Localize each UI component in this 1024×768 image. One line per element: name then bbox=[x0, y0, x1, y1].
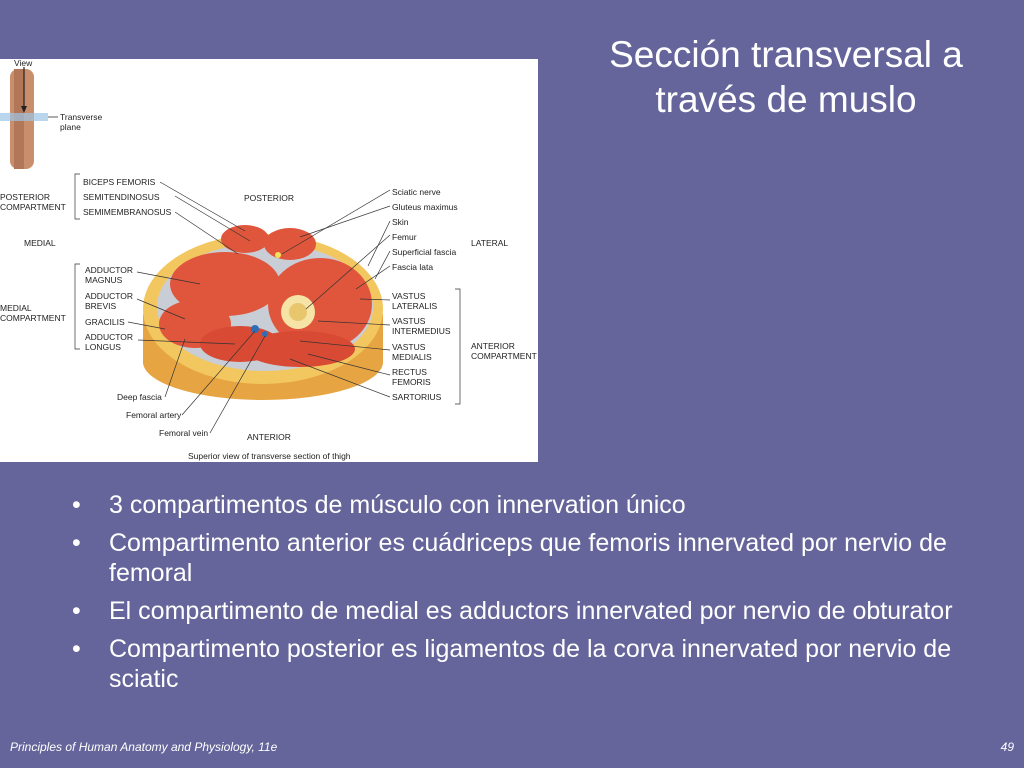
title-line-1: Sección transversal a bbox=[609, 34, 963, 75]
bullet-dot-icon: • bbox=[72, 529, 81, 557]
vastus-lateralis-label-2: LATERALIS bbox=[392, 301, 438, 311]
vastus-intermedius-label-1: VASTUS bbox=[392, 316, 426, 326]
bullet-item: • Compartimento anterior es cuádriceps qu… bbox=[72, 528, 972, 588]
vastus-medialis-label-1: VASTUS bbox=[392, 342, 426, 352]
lateral-label: LATERAL bbox=[471, 238, 508, 248]
medial-compartment-label-2: COMPARTMENT bbox=[0, 313, 66, 323]
bullet-text: Compartimento anterior es cuádriceps que… bbox=[109, 529, 947, 587]
skin-label: Skin bbox=[392, 217, 409, 227]
adductor-brevis-label-1: ADDUCTOR bbox=[85, 291, 133, 301]
adductor-longus-label-1: ADDUCTOR bbox=[85, 332, 133, 342]
footer-source: Principles of Human Anatomy and Physiolo… bbox=[10, 740, 278, 754]
biceps-femoris-label: BICEPS FEMORIS bbox=[83, 177, 156, 187]
title-line-2: través de muslo bbox=[655, 79, 917, 120]
posterior-label: POSTERIOR bbox=[244, 193, 294, 203]
deep-fascia-label: Deep fascia bbox=[117, 392, 162, 402]
bullet-item: • El compartimento de medial es adductors… bbox=[72, 596, 972, 626]
medial-compartment-label-1: MEDIAL bbox=[0, 303, 32, 313]
transverse-plane-label-1: Transverse bbox=[60, 112, 102, 122]
adductor-magnus-label-1: ADDUCTOR bbox=[85, 265, 133, 275]
vastus-intermedius-label-2: INTERMEDIUS bbox=[392, 326, 451, 336]
leg-thumbnail bbox=[0, 67, 58, 169]
bullet-text: El compartimento de medial es adductors … bbox=[109, 597, 953, 625]
bullet-dot-icon: • bbox=[72, 491, 81, 519]
slide-title: Sección transversal a través de muslo bbox=[560, 32, 1012, 122]
semimembranosus-label: SEMIMEMBRANOSUS bbox=[83, 207, 172, 217]
anterior-label: ANTERIOR bbox=[247, 432, 291, 442]
sciatic-nerve-label: Sciatic nerve bbox=[392, 187, 441, 197]
bullet-item: • 3 compartimentos de músculo con innerva… bbox=[72, 490, 972, 520]
rectus-femoris-label-2: FEMORIS bbox=[392, 377, 431, 387]
medial-label: MEDIAL bbox=[24, 238, 56, 248]
posterior-compartment-label-2: COMPARTMENT bbox=[0, 202, 66, 212]
femur-label: Femur bbox=[392, 232, 417, 242]
adductor-brevis-label-2: BREVIS bbox=[85, 301, 117, 311]
fascia-lata-label: Fascia lata bbox=[392, 262, 433, 272]
figure-caption: Superior view of transverse section of t… bbox=[188, 451, 351, 461]
superficial-fascia-label: Superficial fascia bbox=[392, 247, 457, 257]
transverse-plane-label-2: plane bbox=[60, 122, 81, 132]
leader-lines bbox=[74, 173, 461, 434]
vastus-medialis-label-2: MEDIALIS bbox=[392, 352, 432, 362]
bullet-text: 3 compartimentos de músculo con innervat… bbox=[109, 491, 686, 519]
adductor-magnus-label-2: MAGNUS bbox=[85, 275, 123, 285]
thigh-cross-section-figure: View Transverse plane bbox=[0, 59, 538, 462]
view-label: View bbox=[14, 59, 33, 68]
anterior-compartment-label-1: ANTERIOR bbox=[471, 341, 515, 351]
anterior-compartment-label-2: COMPARTMENT bbox=[471, 351, 537, 361]
vastus-lateralis-label-1: VASTUS bbox=[392, 291, 426, 301]
bullet-list: • 3 compartimentos de músculo con innerva… bbox=[72, 490, 972, 702]
femoral-vein-label: Femoral vein bbox=[159, 428, 208, 438]
sartorius-label: SARTORIUS bbox=[392, 392, 442, 402]
bullet-dot-icon: • bbox=[72, 635, 81, 663]
gracilis-label: GRACILIS bbox=[85, 317, 125, 327]
femoral-artery-label: Femoral artery bbox=[126, 410, 182, 420]
semitendinosus-label: SEMITENDINOSUS bbox=[83, 192, 160, 202]
page-number: 49 bbox=[1000, 740, 1014, 754]
cross-section bbox=[143, 225, 383, 400]
bullet-text: Compartimento posterior es ligamentos de… bbox=[109, 635, 952, 693]
bullet-item: • Compartimento posterior es ligamentos d… bbox=[72, 634, 972, 694]
posterior-compartment-label-1: POSTERIOR bbox=[0, 192, 50, 202]
thigh-illustration: View Transverse plane bbox=[0, 59, 537, 461]
rectus-femoris-label-1: RECTUS bbox=[392, 367, 427, 377]
gluteus-maximus-label: Gluteus maximus bbox=[392, 202, 458, 212]
bullet-dot-icon: • bbox=[72, 597, 81, 625]
adductor-longus-label-2: LONGUS bbox=[85, 342, 121, 352]
